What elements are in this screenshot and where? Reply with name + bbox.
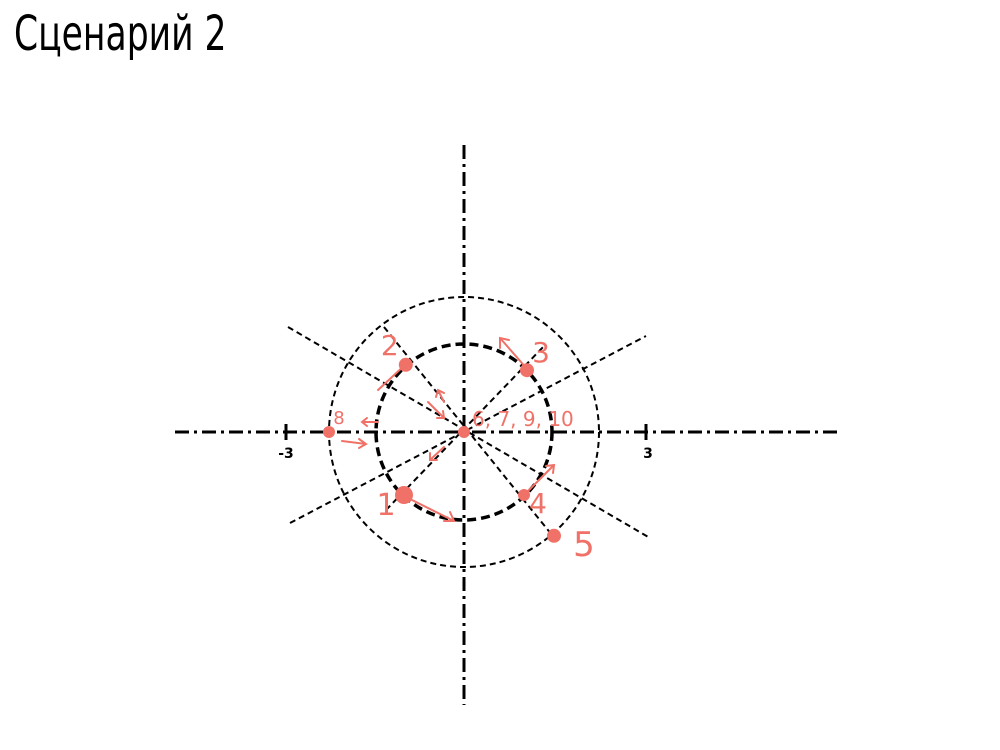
arrow-center-up [435,388,445,403]
arrow-8 [341,438,368,449]
radial-line-steep-nw-se [383,326,557,541]
arrow-8b [360,417,379,427]
tick-label-min: -3 [278,446,294,462]
point-4-label: 4 [529,487,547,520]
point-5-marker [547,528,561,543]
point-7-marker [323,426,335,438]
points-layer: 1 2 3 45 6, 7, 9, 10 8 [323,329,595,565]
point-6-marker [458,426,470,438]
arrow-4 [523,463,556,496]
point-1-marker [395,486,413,504]
point-2-marker [398,357,413,372]
point-3-label: 3 [532,336,550,369]
point-7-label: 8 [333,408,344,429]
tick-label-max: 3 [643,446,653,462]
point-1-label: 1 [376,488,395,523]
point-2-label: 2 [381,329,399,362]
point-6-label: 6, 7, 9, 10 [472,407,574,431]
arrow-center-sw [429,446,445,461]
inner-circle [374,342,554,522]
page-title: Сценарий 2 [14,6,227,62]
point-3-marker [520,363,534,378]
arrow-center-nw [427,401,446,419]
point-5-label: 5 [573,525,595,565]
arrow-1 [403,495,456,522]
point-4-marker [518,489,530,501]
